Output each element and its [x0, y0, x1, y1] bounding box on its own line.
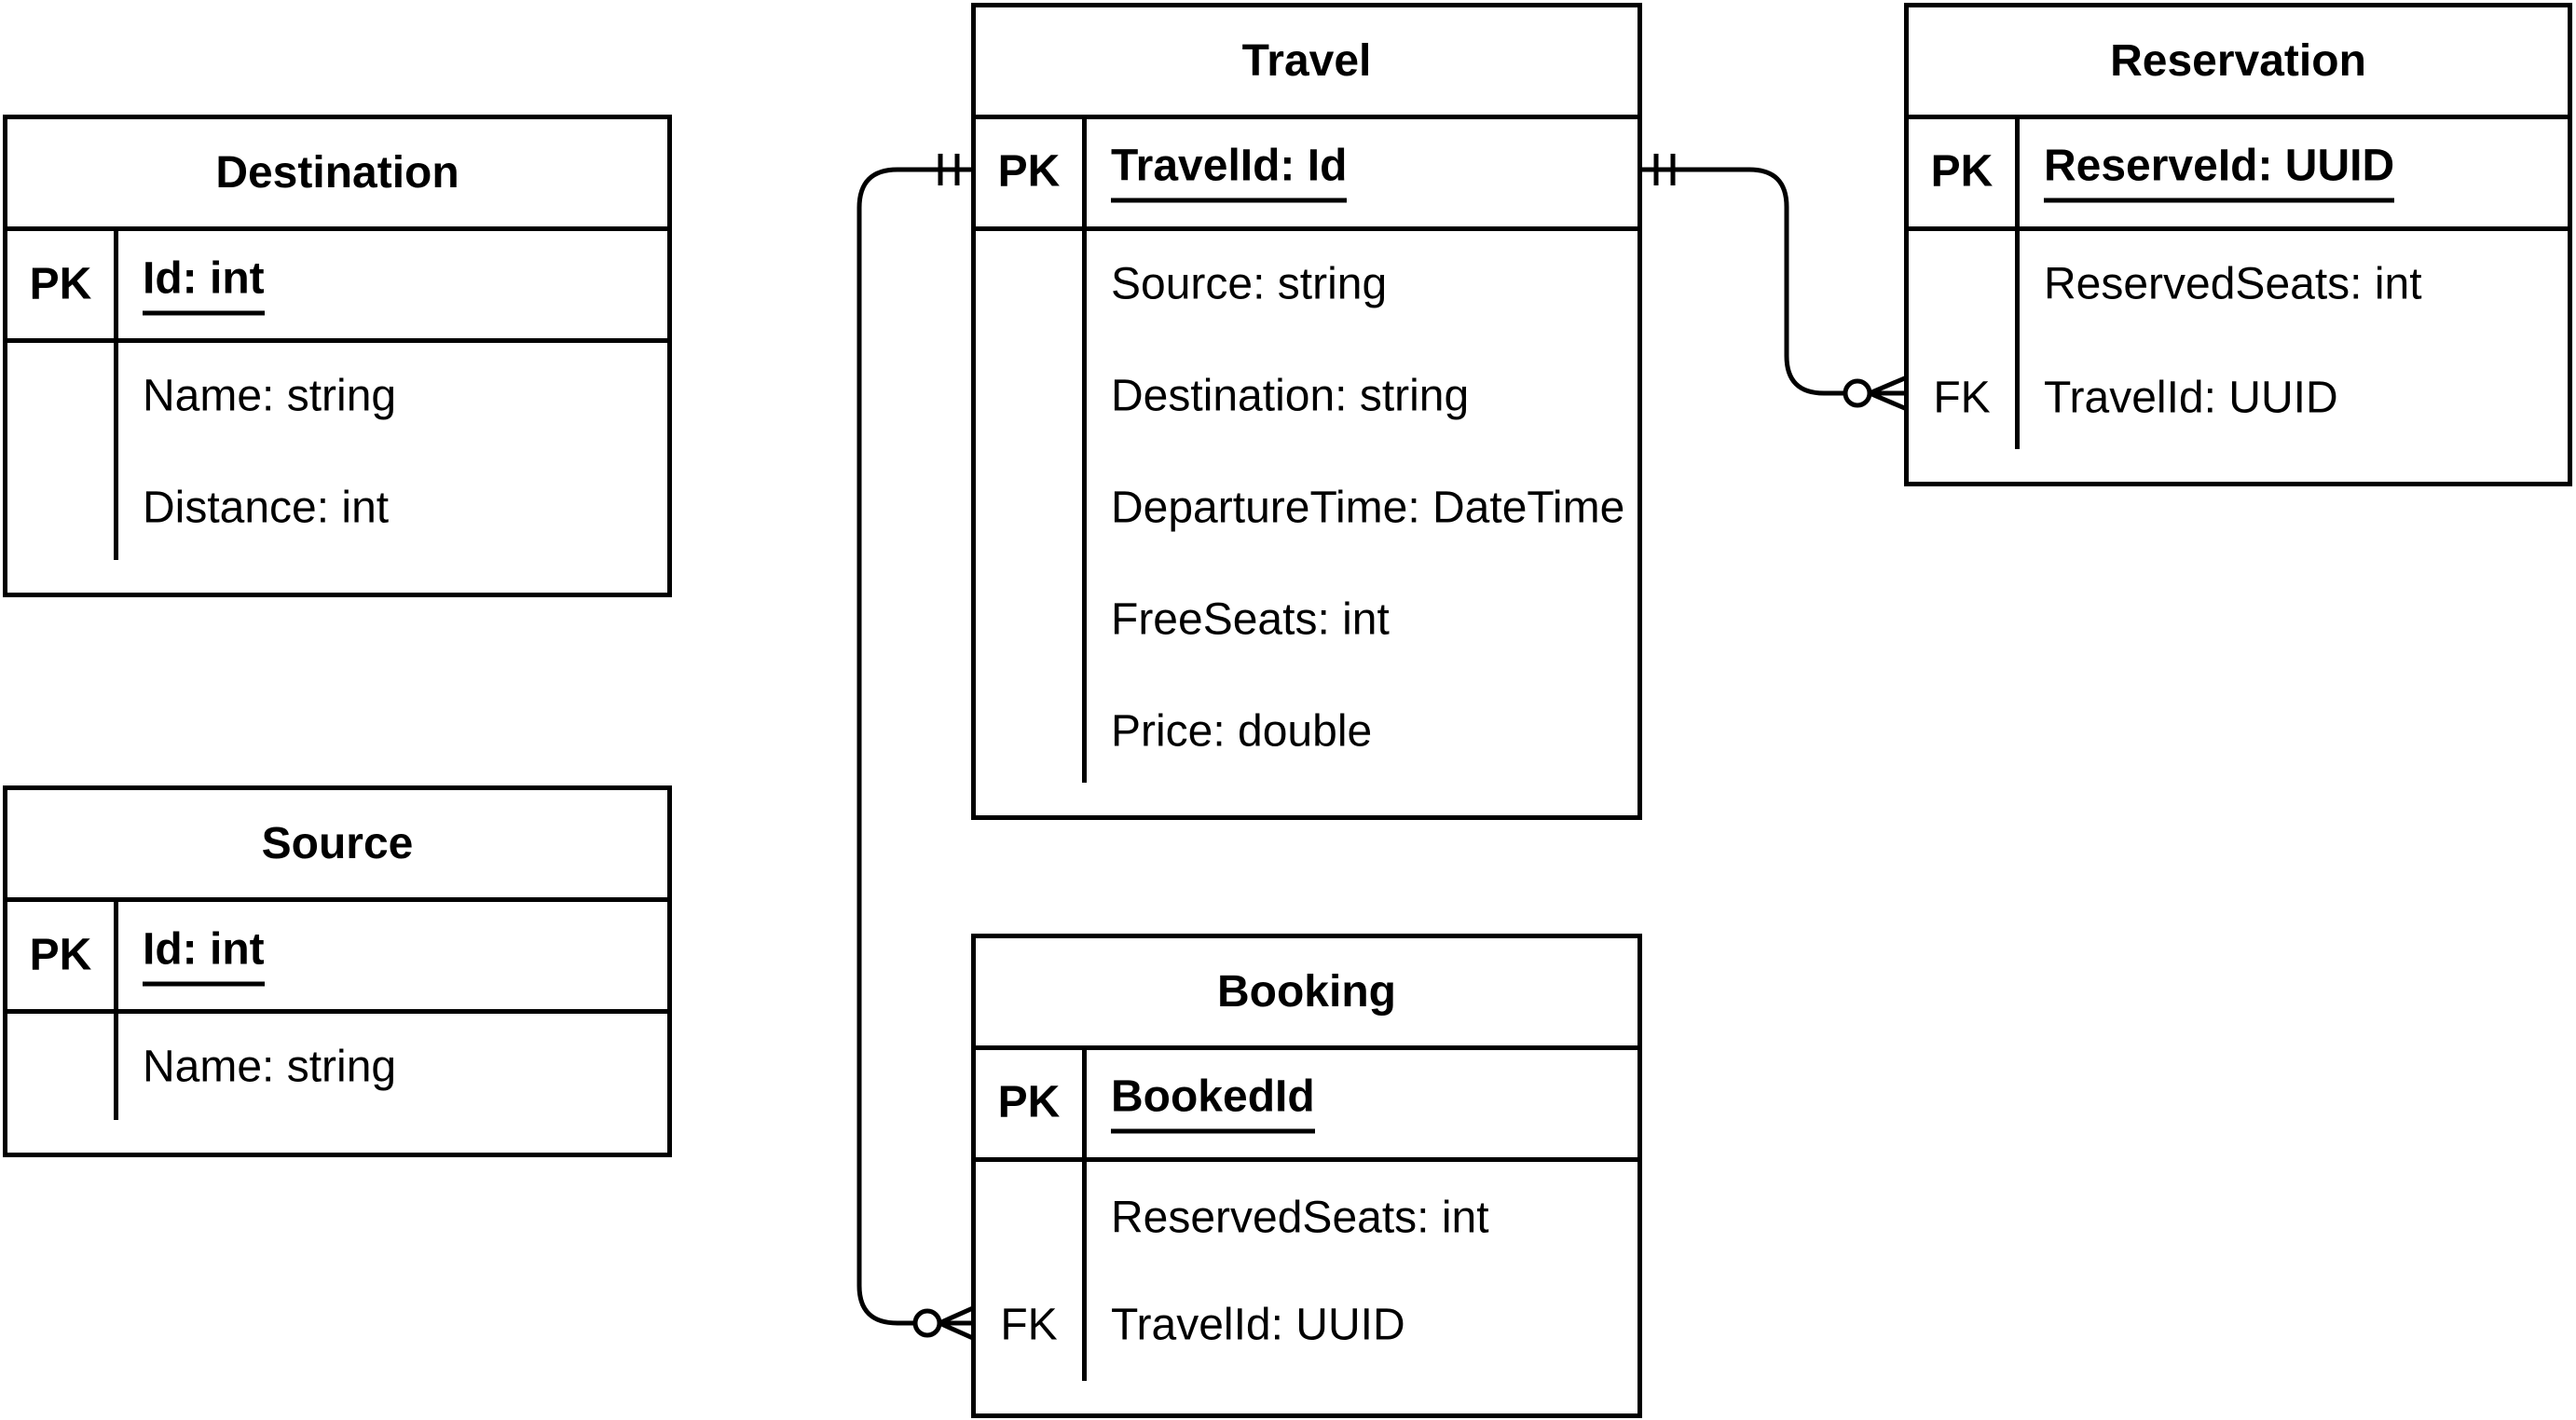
relationship-line [856, 167, 971, 1326]
key-column-divider [1082, 119, 1087, 783]
relationship-travel-reservation [1642, 154, 1908, 412]
entity-header: Destination [7, 119, 667, 231]
attribute-row: FreeSeats: int [1111, 594, 1390, 645]
pk-attribute: Id: int [143, 924, 265, 987]
entity-reservation: Reservation PK ReserveId: UUID ReservedS… [1904, 3, 2572, 486]
attribute-row: ReservedSeats: int [2044, 259, 2422, 309]
attribute-row: TravelId: UUID [1111, 1300, 1405, 1350]
entity-header: Source [7, 790, 667, 902]
entity-source: Source PK Id: int Name: string [3, 785, 672, 1157]
pk-row-divider [7, 338, 667, 343]
fk-label: FK [1000, 1300, 1058, 1350]
relationship-line [1642, 167, 1845, 396]
relationship-travel-booking [856, 154, 977, 1342]
zero-or-many-marker [912, 1304, 977, 1342]
pk-attribute: BookedId [1111, 1072, 1315, 1134]
entity-travel: Travel PK TravelId: Id Source: string De… [971, 3, 1642, 820]
key-column-divider [114, 231, 118, 560]
attribute-row: ReservedSeats: int [1111, 1193, 1489, 1243]
pk-row-divider [1909, 226, 2568, 231]
attribute-row: Price: double [1111, 706, 1373, 757]
pk-row-divider [7, 1009, 667, 1014]
attribute-row: Source: string [1111, 259, 1388, 309]
entity-header: Travel [976, 7, 1637, 119]
pk-label: PK [997, 1077, 1061, 1127]
pk-label: PK [997, 146, 1061, 197]
pk-label: PK [29, 259, 92, 309]
zero-or-many-marker [1843, 375, 1908, 412]
pk-attribute-text: BookedId [1111, 1072, 1315, 1134]
entity-header: Reservation [1909, 7, 2568, 119]
pk-attribute: ReserveId: UUID [2044, 141, 2395, 203]
one-and-only-one-marker [1653, 154, 1676, 185]
pk-row-divider [976, 1157, 1637, 1162]
pk-row-divider [976, 226, 1637, 231]
pk-attribute: TravelId: Id [1111, 141, 1348, 203]
pk-attribute: Id: int [143, 253, 265, 316]
key-column-divider [114, 902, 118, 1120]
attribute-row: Name: string [143, 1042, 397, 1092]
entity-title: Source [261, 819, 414, 868]
pk-attribute-text: Id: int [143, 253, 265, 316]
entity-title: Booking [1217, 967, 1396, 1017]
attribute-row: Name: string [143, 371, 397, 421]
attribute-row: DepartureTime: DateTime [1111, 483, 1625, 533]
pk-attribute-text: Id: int [143, 924, 265, 987]
pk-attribute-text: ReserveId: UUID [2044, 141, 2395, 203]
pk-label: PK [1930, 146, 1994, 197]
entity-title: Reservation [2110, 36, 2366, 86]
key-column-divider [1082, 1050, 1087, 1381]
entity-title: Travel [1241, 36, 1372, 86]
attribute-row: Destination: string [1111, 371, 1470, 421]
entity-header: Booking [976, 938, 1637, 1050]
fk-label: FK [1933, 373, 1991, 423]
pk-label: PK [29, 930, 92, 980]
attribute-row: Distance: int [143, 483, 390, 533]
entity-booking: Booking PK BookedId ReservedSeats: int F… [971, 934, 1642, 1418]
pk-attribute-text: TravelId: Id [1111, 141, 1348, 203]
attribute-row: TravelId: UUID [2044, 373, 2338, 423]
key-column-divider [2015, 119, 2020, 449]
one-and-only-one-marker [938, 154, 960, 185]
entity-destination: Destination PK Id: int Name: string Dist… [3, 115, 672, 597]
entity-title: Destination [215, 148, 459, 198]
